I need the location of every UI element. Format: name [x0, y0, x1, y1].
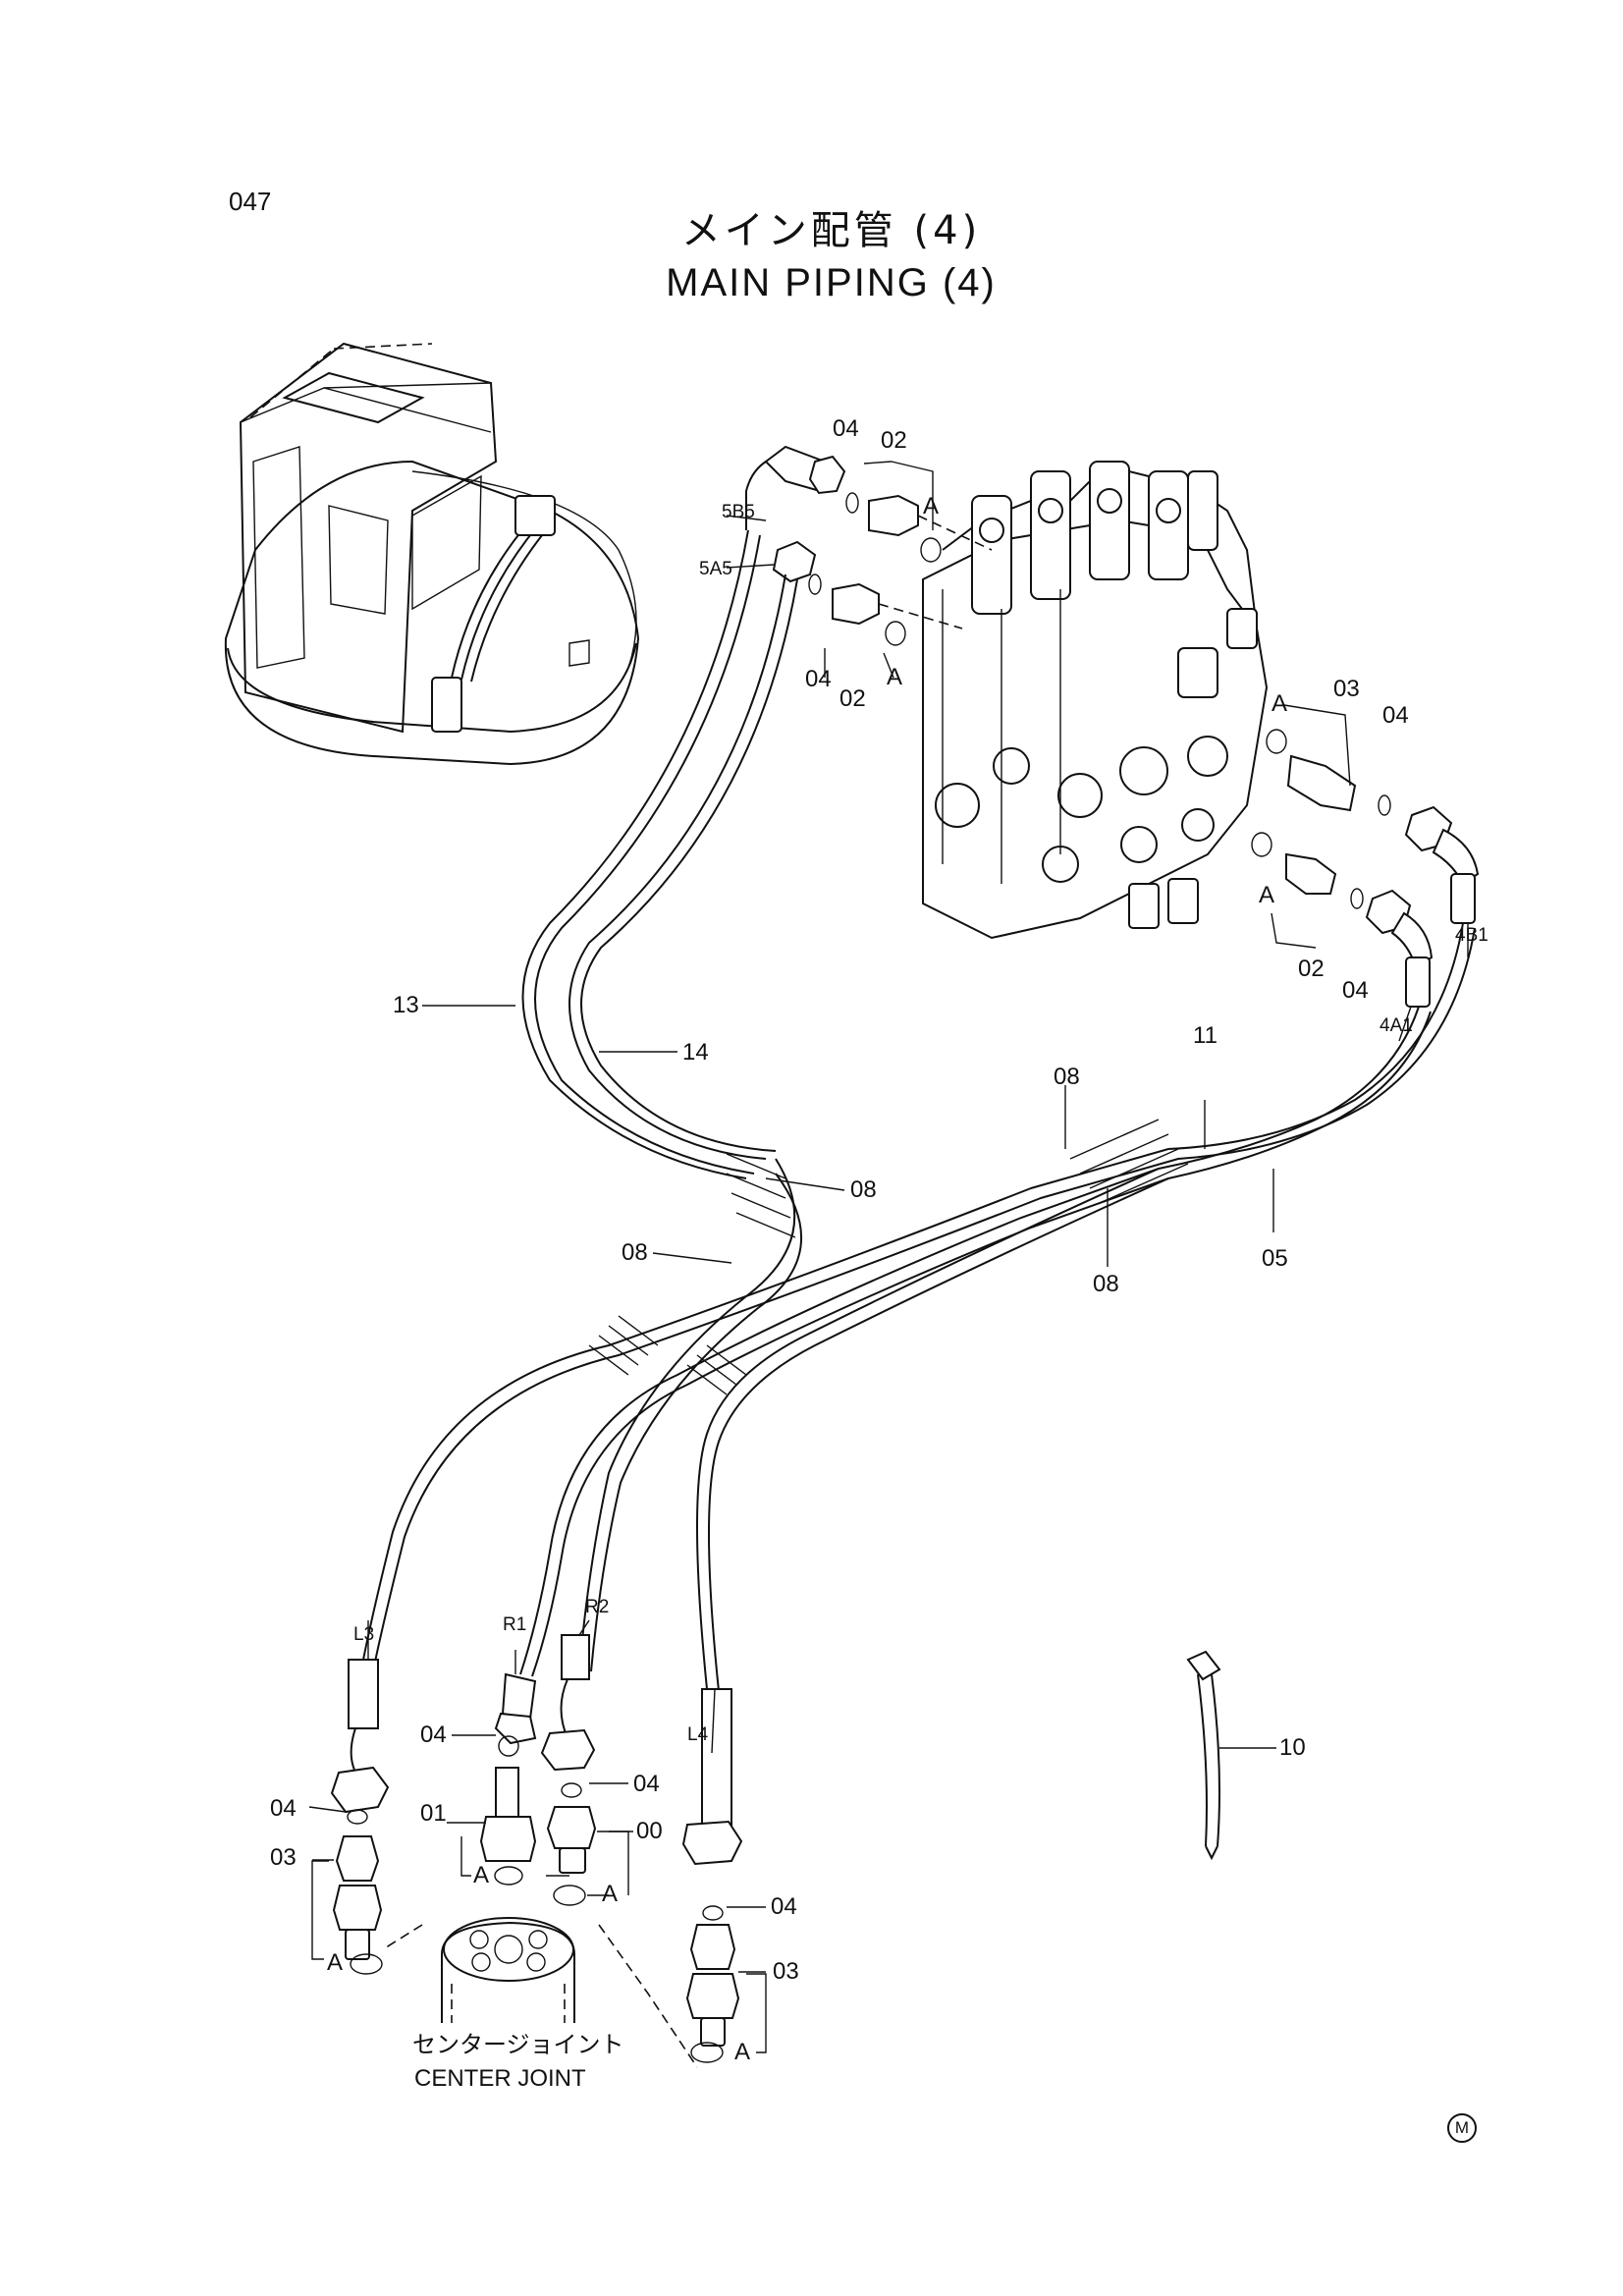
callout-A: A — [923, 493, 940, 519]
callout-04: 04 — [1342, 977, 1369, 1004]
callout-04: 04 — [633, 1771, 660, 1797]
callout-A: A — [473, 1862, 490, 1888]
callout-08: 08 — [622, 1239, 648, 1266]
center-joint-label-en: CENTER JOINT — [414, 2065, 586, 2092]
center-joint-label-jp: センタージョイント — [412, 2031, 624, 2058]
callout-04: 04 — [805, 666, 832, 692]
callout-A: A — [887, 664, 903, 690]
callout-14: 14 — [682, 1039, 709, 1066]
leader-lines — [308, 515, 1469, 1973]
callout-03: 03 — [773, 1958, 799, 1985]
manual-mark-letter: M — [1454, 2118, 1470, 2137]
callout-A: A — [734, 2039, 751, 2065]
callout-04: 04 — [420, 1722, 447, 1748]
excavator-illustration — [224, 342, 640, 766]
callout-L3: L3 — [353, 1624, 375, 1645]
callout-04: 04 — [771, 1893, 797, 1920]
cable-tie — [1186, 1650, 1221, 1861]
callout-02: 02 — [1298, 956, 1325, 982]
manual-mark: M — [1447, 2113, 1477, 2143]
callout-A: A — [602, 1881, 619, 1907]
callout-08: 08 — [850, 1176, 877, 1203]
callout-5B5: 5B5 — [722, 502, 755, 522]
valve-fittings-right — [1251, 704, 1480, 1008]
callout-04: 04 — [833, 415, 859, 442]
callout-00: 00 — [636, 1818, 663, 1844]
callout-03: 03 — [270, 1844, 297, 1871]
callout-02: 02 — [881, 427, 907, 454]
valve-fittings-top — [745, 445, 993, 679]
callout-4B1: 4B1 — [1455, 925, 1488, 946]
callout-08: 08 — [1093, 1271, 1119, 1297]
callout-05: 05 — [1262, 1245, 1288, 1272]
callout-04: 04 — [270, 1795, 297, 1822]
callout-03: 03 — [1333, 676, 1360, 702]
callout-10: 10 — [1279, 1734, 1306, 1761]
callout-13: 13 — [393, 992, 419, 1018]
callout-5A5: 5A5 — [699, 559, 732, 579]
control-valve — [922, 461, 1269, 940]
callout-A: A — [1259, 882, 1275, 908]
callout-08: 08 — [1054, 1064, 1080, 1090]
callout-01: 01 — [420, 1800, 447, 1827]
callout-02: 02 — [839, 685, 866, 712]
callout-L4: L4 — [687, 1724, 709, 1745]
callout-R2: R2 — [585, 1597, 610, 1617]
callout-A: A — [327, 1949, 344, 1976]
callout-R1: R1 — [503, 1614, 527, 1635]
title-japanese: メイン配管 (4) — [680, 208, 982, 253]
title-english: MAIN PIPING (4) — [666, 261, 997, 304]
callout-A: A — [1271, 690, 1288, 717]
callout-4A1: 4A1 — [1380, 1015, 1413, 1036]
callout-11: 11 — [1193, 1022, 1217, 1049]
hose-assemblies — [330, 529, 1476, 1866]
page-number: 047 — [229, 187, 272, 216]
callout-04: 04 — [1382, 702, 1409, 729]
